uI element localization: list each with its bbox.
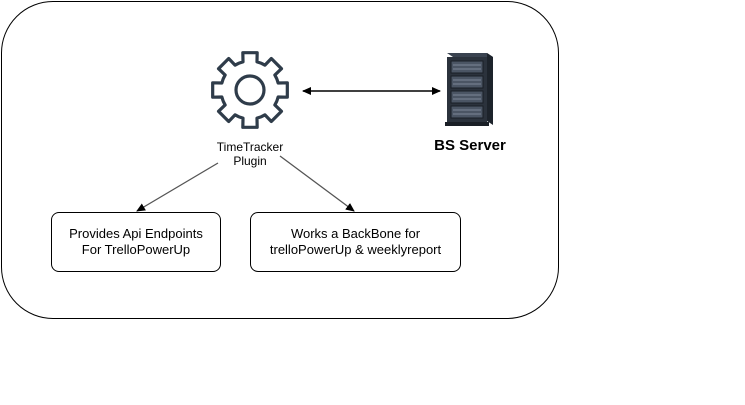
server-label: BS Server xyxy=(434,137,506,154)
backbone-box: Works a BackBone for trelloPowerUp & wee… xyxy=(250,212,461,272)
api-endpoints-box: Provides Api Endpoints For TrelloPowerUp xyxy=(51,212,221,272)
gear-icon xyxy=(211,51,289,129)
plugin-label: TimeTracker Plugin xyxy=(216,140,284,168)
api-endpoints-text: Provides Api Endpoints For TrelloPowerUp xyxy=(69,226,203,257)
plugin-to-box-1-connector xyxy=(136,162,219,212)
server-rack-icon xyxy=(445,53,493,126)
plugin-to-box-2-connector xyxy=(279,155,355,212)
backbone-text: Works a BackBone for trelloPowerUp & wee… xyxy=(269,226,442,257)
